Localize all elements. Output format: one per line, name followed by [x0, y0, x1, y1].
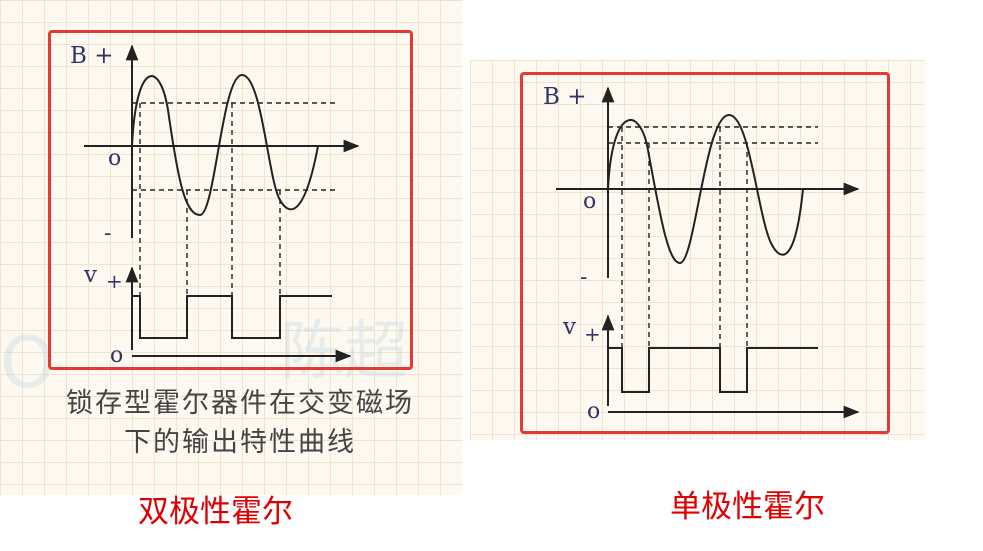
bipolar-caption-line-2: 下的输出特性曲线 — [124, 427, 356, 458]
bipolar-negative-label: - — [104, 221, 111, 246]
unipolar-output-plus: + — [584, 322, 601, 346]
bipolar-output-plus: + — [106, 269, 123, 293]
bipolar-diagram-frame — [48, 30, 413, 370]
unipolar-diagram-frame — [520, 72, 890, 434]
unipolar-output-label: v — [562, 314, 576, 340]
bipolar-hall-title: 双极性霍尔 — [138, 494, 293, 530]
bipolar-output-origin-label: o — [110, 343, 123, 368]
unipolar-output-origin-label: o — [587, 399, 600, 424]
grid-background-right — [470, 60, 925, 440]
bipolar-output-pulse — [132, 295, 332, 339]
unipolar-origin-label: o — [583, 189, 596, 214]
bipolar-diagram: B + o - v + o — [70, 43, 360, 368]
bipolar-b-axis-label: B + — [70, 43, 113, 69]
unipolar-b-axis-label: B + — [543, 84, 586, 110]
grid-background-left — [0, 0, 462, 495]
unipolar-sine-wave — [607, 113, 804, 265]
bipolar-caption-line-1: 锁存型霍尔器件在交变磁场 — [66, 388, 414, 419]
bipolar-origin-label: o — [108, 146, 121, 171]
unipolar-output-pulse — [608, 347, 818, 393]
unipolar-negative-label: - — [580, 265, 587, 290]
unipolar-hall-title: 单极性霍尔 — [670, 489, 825, 525]
bipolar-output-label: v — [83, 262, 97, 288]
unipolar-diagram: B + o - v + o — [543, 84, 860, 424]
